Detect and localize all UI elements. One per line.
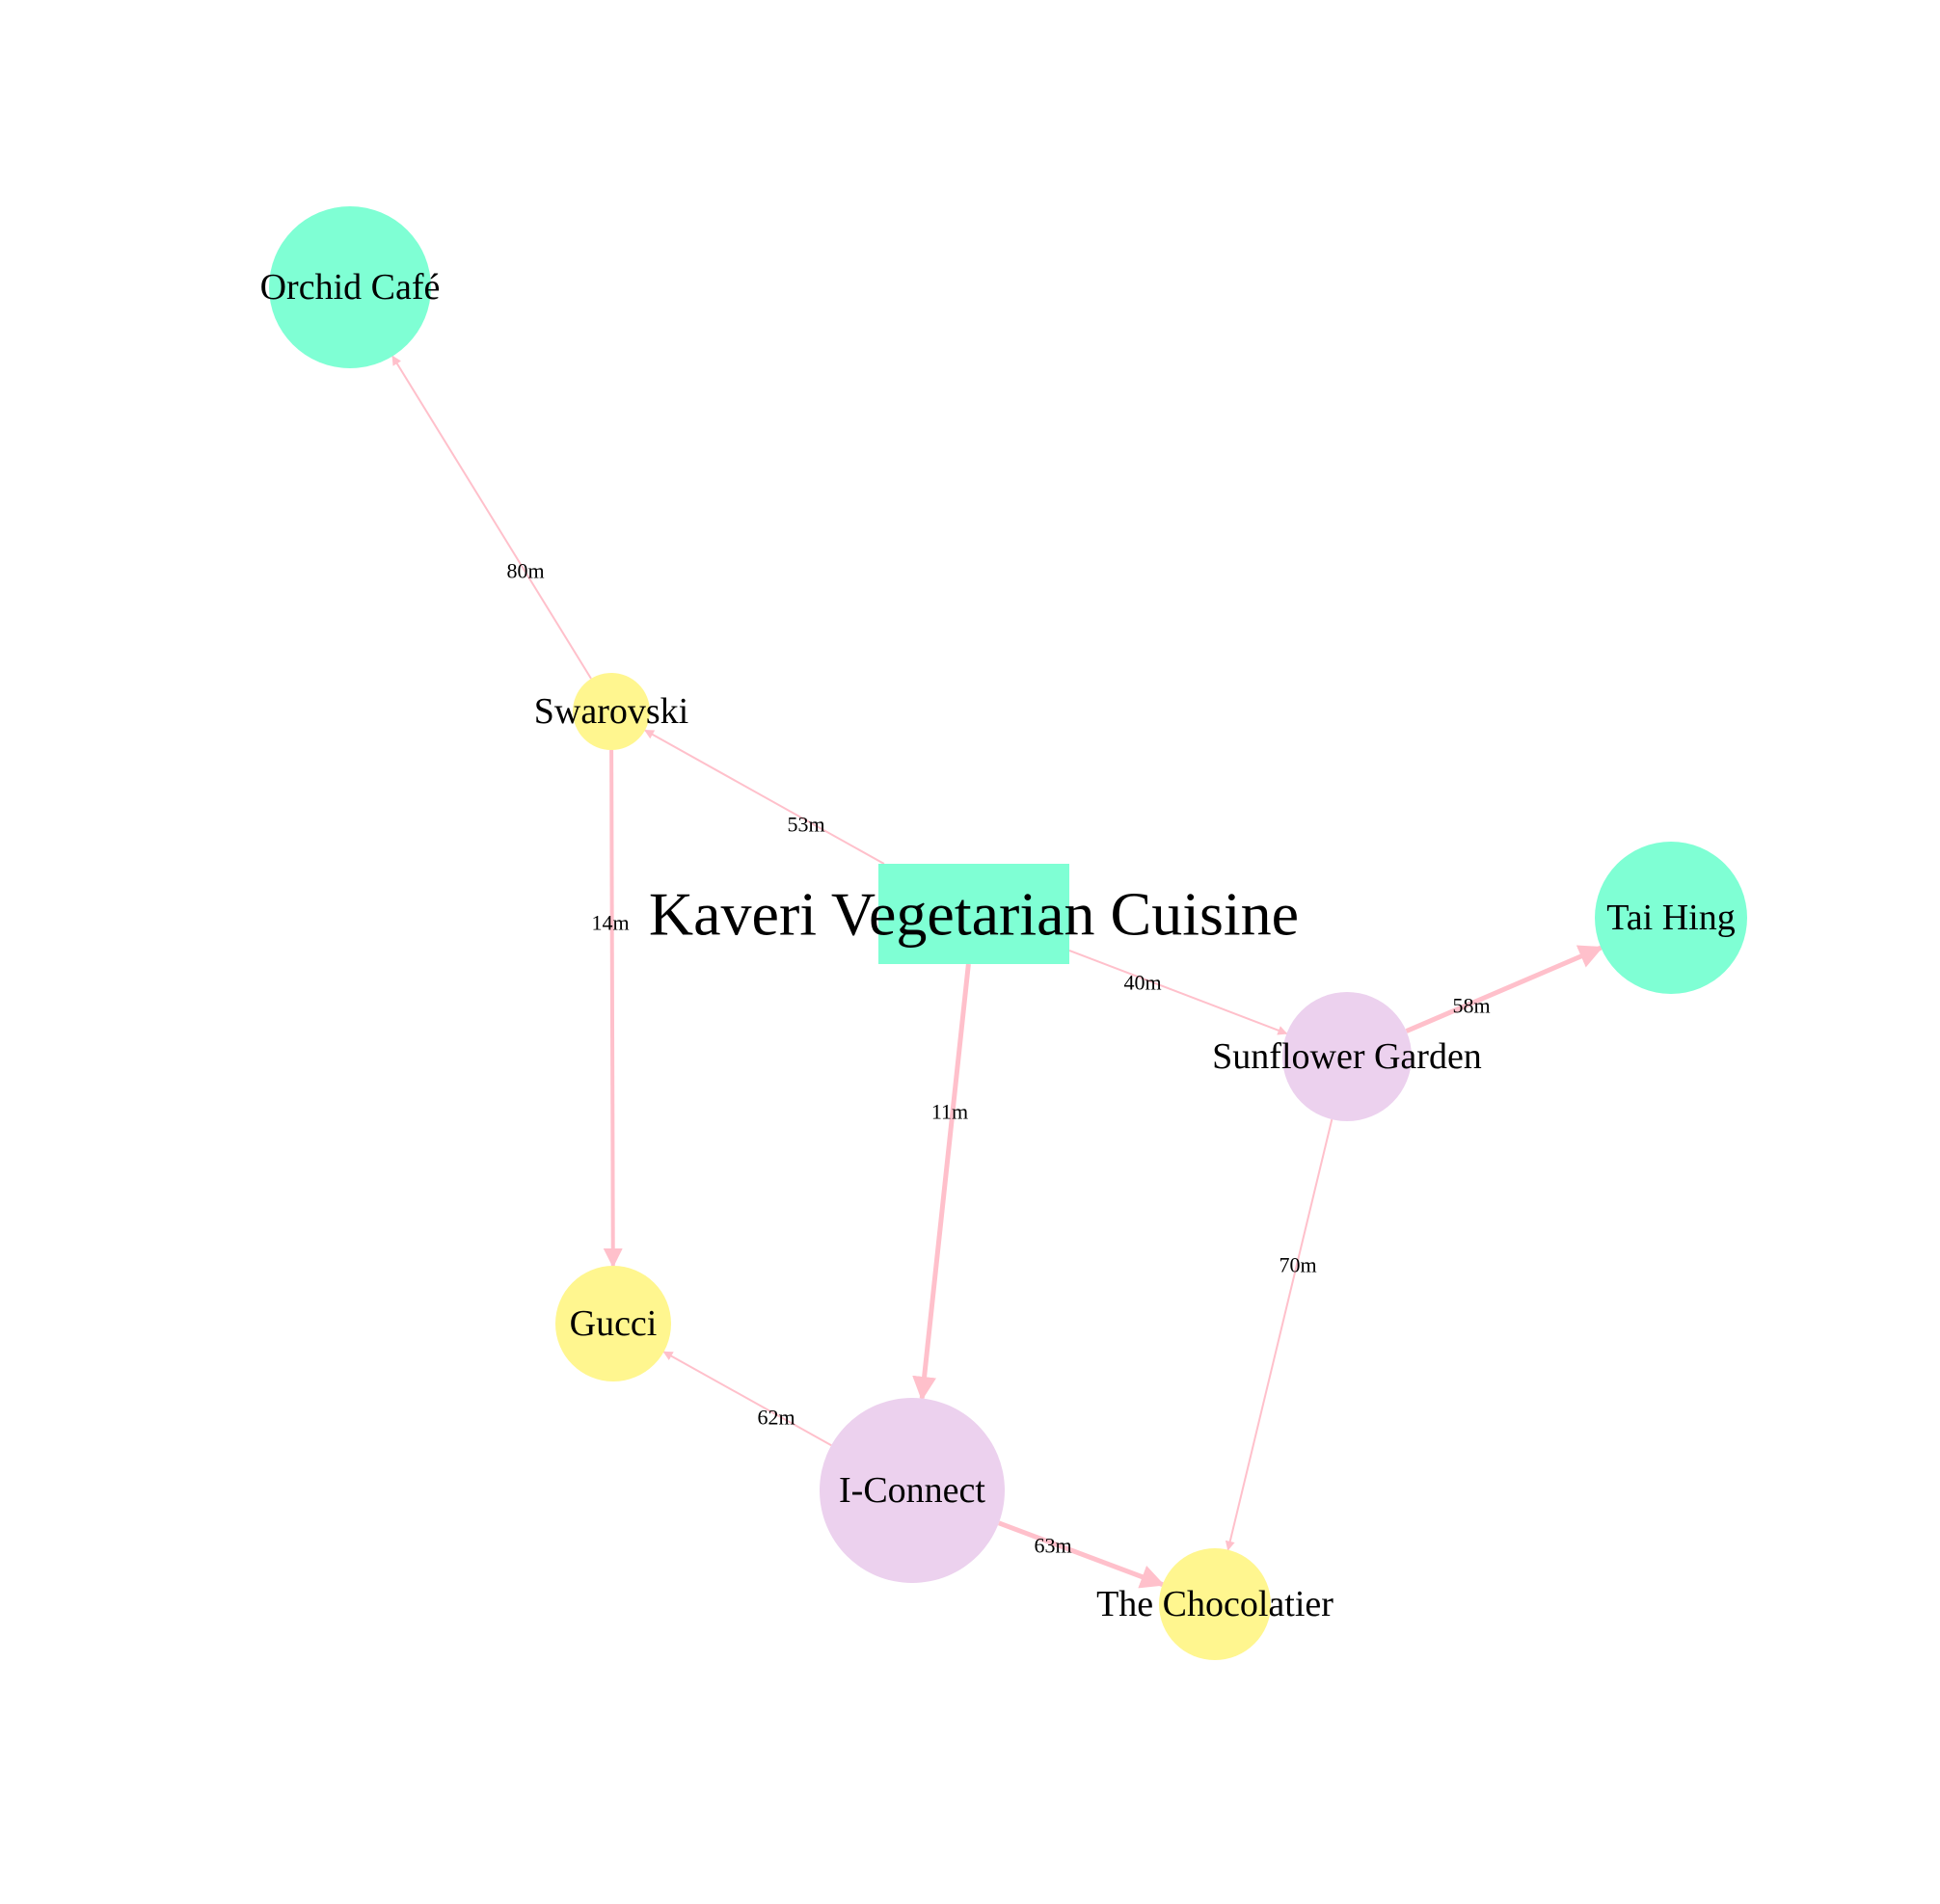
edge-label-sunflower-taihing: 58m (1452, 994, 1490, 1018)
edge-kaveri-sunflower (1068, 949, 1288, 1035)
edge-label-sunflower-chocolatier: 70m (1279, 1253, 1316, 1277)
edge-kaveri-swarovski (644, 729, 885, 865)
edge-iconnect-chocolatier (998, 1520, 1166, 1589)
node-sunflower[interactable]: Sunflower Garden (1212, 992, 1482, 1121)
edge-label-kaveri-swarovski: 53m (787, 813, 824, 837)
edge-sunflower-chocolatier (1225, 1118, 1334, 1551)
node-label-sunflower: Sunflower Garden (1212, 1036, 1482, 1077)
edge-swarovski-gucci (603, 749, 623, 1268)
edge-labels-layer: 80m 53m 14m 40m 58m 11m 70m 62m 63m (506, 559, 1490, 1558)
edge-label-swarovski-orchid: 80m (506, 559, 544, 583)
node-label-kaveri: Kaveri Vegetarian Cuisine (649, 880, 1299, 949)
node-kaveri[interactable]: Kaveri Vegetarian Cuisine (649, 864, 1299, 964)
node-gucci[interactable]: Gucci (555, 1266, 671, 1381)
edge-label-iconnect-gucci: 62m (757, 1406, 795, 1430)
node-iconnect[interactable]: I-Connect (820, 1398, 1005, 1583)
node-shape-orchid (269, 206, 431, 368)
edge-iconnect-gucci (662, 1351, 832, 1447)
node-label-chocolatier: The Chocolatier (1096, 1584, 1334, 1624)
node-shape-gucci (555, 1266, 671, 1381)
node-label-iconnect: I-Connect (839, 1470, 985, 1511)
node-label-swarovski: Swarovski (534, 691, 688, 732)
node-orchid[interactable]: Orchid Café (260, 206, 441, 368)
node-shape-iconnect (820, 1398, 1005, 1583)
node-label-taihing: Tai Hing (1606, 898, 1735, 938)
node-shape-sunflower (1282, 992, 1412, 1121)
node-taihing[interactable]: Tai Hing (1595, 842, 1747, 994)
edge-sunflower-taihing (1405, 945, 1603, 1033)
edge-label-swarovski-gucci: 14m (591, 911, 629, 935)
node-chocolatier[interactable]: The Chocolatier (1096, 1548, 1334, 1660)
node-shape-taihing (1595, 842, 1747, 994)
edge-label-iconnect-chocolatier: 63m (1034, 1534, 1071, 1558)
node-shape-chocolatier (1159, 1548, 1271, 1660)
edge-kaveri-iconnect (912, 963, 971, 1401)
edges-layer (391, 355, 1603, 1589)
nodes-layer: Kaveri Vegetarian Cuisine Orchid CaféSwar… (260, 206, 1747, 1660)
edge-label-kaveri-iconnect: 11m (931, 1100, 968, 1124)
edge-swarovski-orchid (391, 355, 592, 680)
node-label-gucci: Gucci (570, 1303, 658, 1344)
node-swarovski[interactable]: Swarovski (534, 673, 688, 750)
node-shape-kaveri (878, 864, 1069, 964)
node-label-orchid: Orchid Café (260, 267, 441, 308)
node-shape-swarovski (573, 673, 650, 750)
edge-label-kaveri-sunflower: 40m (1123, 971, 1161, 995)
